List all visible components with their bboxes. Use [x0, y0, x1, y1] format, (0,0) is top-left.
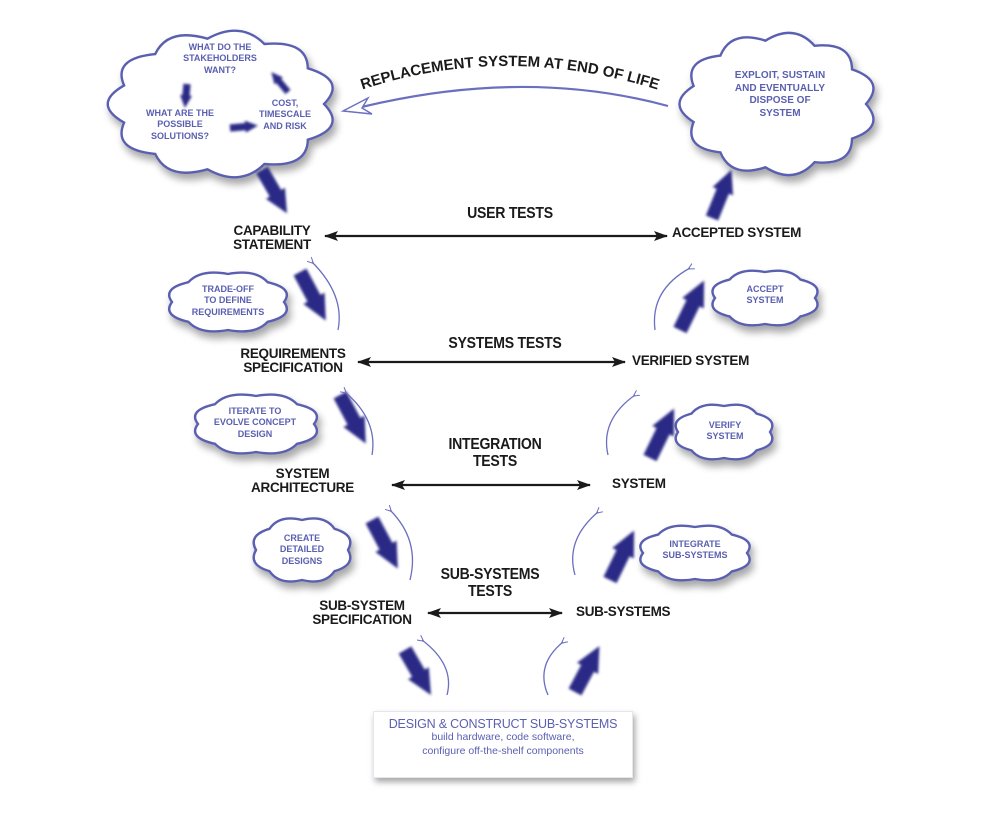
design-construct-title: DESIGN & CONSTRUCT SUB-SYSTEMS [388, 717, 618, 731]
loop-arrow-architecture [345, 392, 374, 456]
up-arrow-subsystems-to-system [603, 530, 635, 584]
clouds-layer [106, 29, 875, 583]
cloud-solutions-text: WHAT ARE THE POSSIBLE SOLUTIONS? [146, 108, 214, 141]
design-construct-box: DESIGN & CONSTRUCT SUB-SYSTEMS build har… [373, 711, 633, 778]
loop-arrow-verified [605, 395, 635, 456]
node-accepted-system: ACCEPTED SYSTEM [672, 225, 802, 240]
cloud-top-left [106, 29, 334, 179]
cloud-exploit-text: EXPLOIT, SUSTAIN AND EVENTUALLY DISPOSE … [734, 70, 826, 119]
design-construct-line1: build hardware, code software, [431, 731, 575, 743]
cloud-verify [674, 403, 774, 461]
up-arrow-verified-to-accepted [673, 280, 705, 334]
label-systems-tests: SYSTEMS TESTS [448, 335, 562, 352]
cloud-trade-off [168, 271, 288, 333]
design-construct-line2: configure off-the-shelf components [422, 744, 584, 757]
cloud-iterate [193, 393, 319, 455]
replacement-arrow [349, 85, 669, 112]
loop-arrow-system [572, 512, 598, 576]
cloud-integrate [639, 524, 751, 582]
loop-arrow-accepted [653, 268, 690, 331]
label-user-tests: USER TESTS [467, 205, 553, 222]
connectors-layer [324, 231, 668, 618]
node-verified-system: VERIFIED SYSTEM [632, 353, 750, 368]
arrows-layer [180, 72, 734, 696]
cloud-top-right [678, 31, 875, 177]
up-arrow-system-to-verified [643, 408, 675, 462]
loop-arrow-requirements [312, 262, 340, 331]
down-arrow-capability-to-requirements [293, 268, 326, 321]
loop-arrow-subsystem [390, 510, 414, 581]
up-arrow-accepted-to-cloud [705, 169, 734, 221]
down-arrow-architecture-to-subsystem [365, 516, 398, 569]
down-arrow-subsystem-to-construct [398, 646, 431, 696]
cloud-cost-text: COST, TIMESCALE AND RISK [258, 98, 311, 131]
cloud-arrow-cost-to-stakeholders [271, 72, 291, 95]
up-arrow-construct-to-subsystems [568, 646, 600, 696]
cloud-accept [711, 269, 819, 327]
loop-arrow-construct [422, 640, 450, 696]
cloud-stakeholders-text: WHAT DO THE STAKEHOLDERS WANT? [183, 42, 257, 75]
replacement-arrowhead [340, 96, 373, 115]
down-arrow-requirements-to-architecture [333, 391, 366, 444]
down-arrow-cloud-to-capability [256, 166, 287, 214]
node-system: SYSTEM [612, 476, 666, 491]
cloud-arrow-solutions-to-cost [229, 120, 258, 133]
cloud-create [252, 517, 352, 583]
node-sub-systems: SUB-SYSTEMS [576, 604, 671, 619]
cloud-arrow-stakeholders-to-solutions [180, 83, 192, 108]
loop-arrow-subsystems [543, 642, 563, 696]
